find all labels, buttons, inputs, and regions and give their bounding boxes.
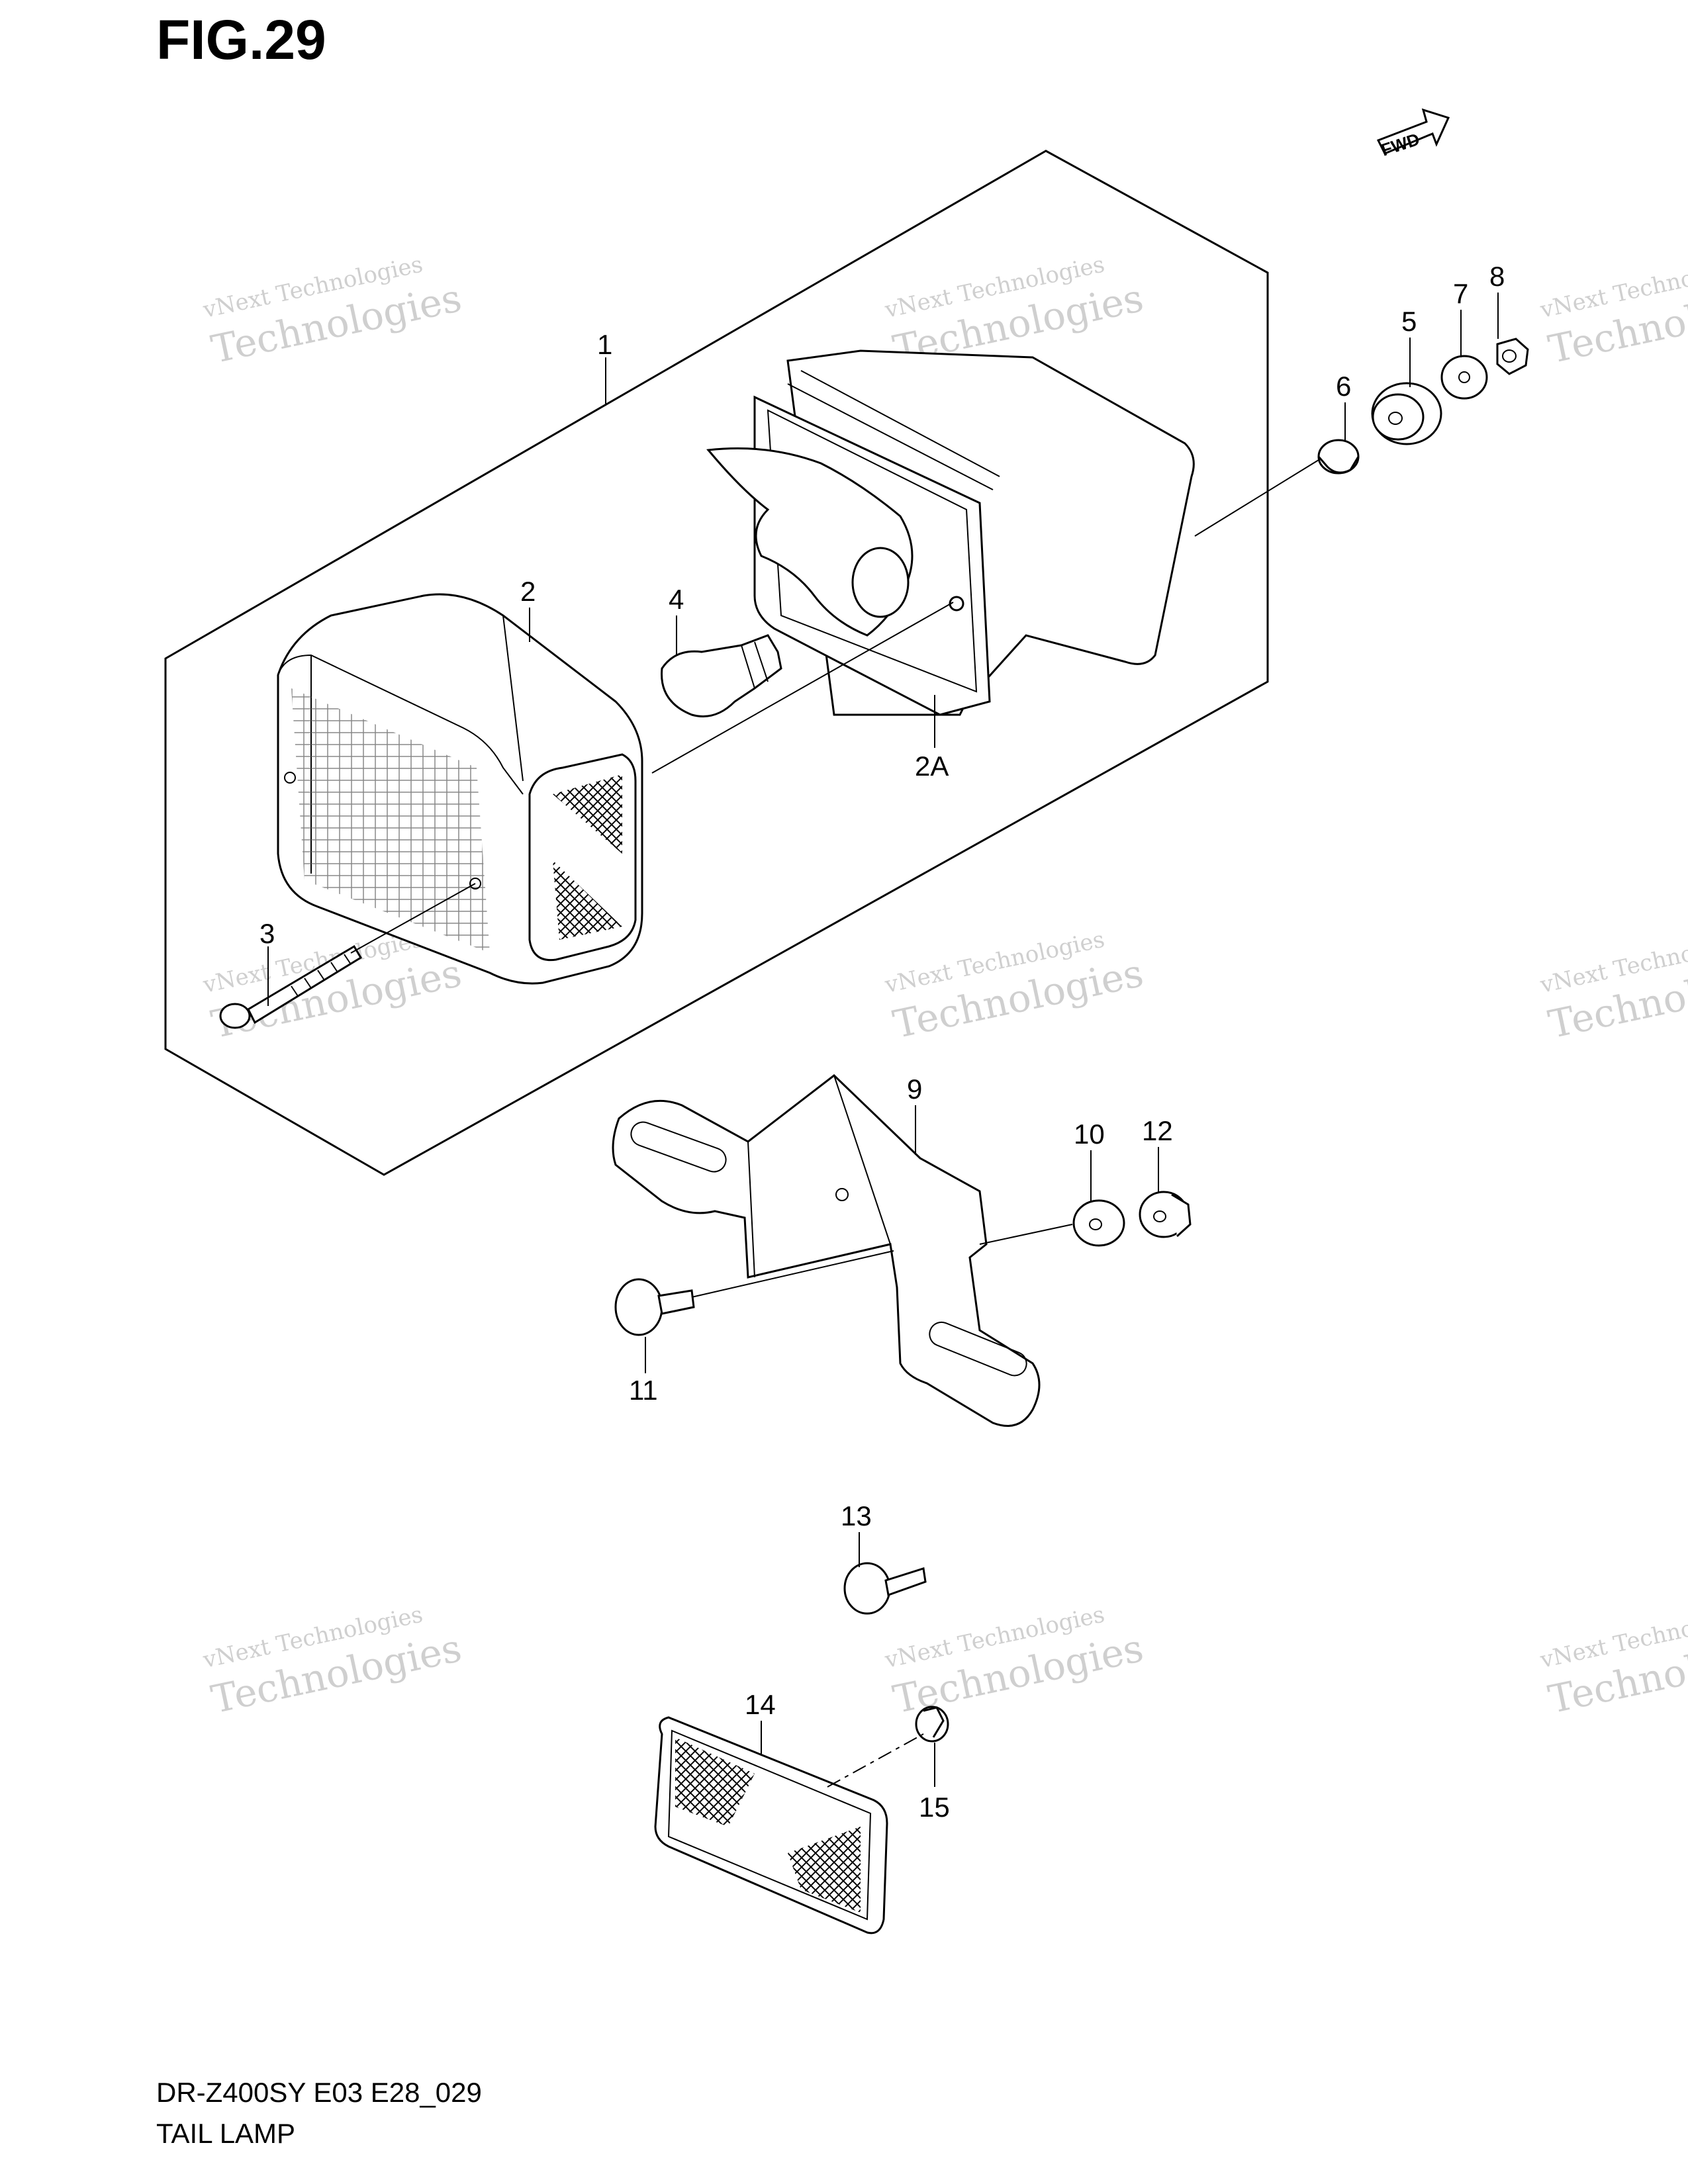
watermark: vNext Technologies Technologies bbox=[201, 1601, 465, 1722]
part-6-collar bbox=[1317, 439, 1360, 475]
watermark: vNext Technologies Technologies bbox=[1538, 926, 1688, 1047]
callout-5: 5 bbox=[1401, 306, 1417, 337]
callout-4: 4 bbox=[669, 584, 684, 615]
callout-14: 14 bbox=[745, 1689, 776, 1720]
part-9-bracket bbox=[612, 1074, 1041, 1427]
callout-labels: 1 2 2A 3 4 5 6 7 8 9 10 11 12 13 14 15 bbox=[259, 261, 1505, 1823]
part-3-screw bbox=[219, 944, 363, 1029]
callout-10: 10 bbox=[1074, 1118, 1105, 1150]
footer-model-code: DR-Z400SY E03 E28_029 bbox=[156, 2077, 482, 2108]
part-4-bulb bbox=[661, 634, 782, 717]
assembly-lines bbox=[350, 459, 1319, 1788]
assembly-boundary bbox=[164, 150, 1269, 1176]
callout-15: 15 bbox=[919, 1792, 950, 1823]
figure-title: FIG.29 bbox=[156, 9, 326, 71]
part-8-nut bbox=[1496, 338, 1529, 375]
part-12-nut bbox=[1139, 1191, 1192, 1238]
part-7-washer bbox=[1440, 355, 1488, 400]
callout-1: 1 bbox=[597, 329, 612, 360]
part-15-clip-nut bbox=[915, 1706, 949, 1743]
leader-lines bbox=[267, 293, 1499, 1787]
callout-9: 9 bbox=[907, 1073, 922, 1105]
part-13-bolt bbox=[843, 1562, 927, 1615]
part-2-lens bbox=[277, 593, 643, 985]
callout-11: 11 bbox=[629, 1375, 658, 1406]
fwd-label: FWD bbox=[1379, 129, 1423, 160]
callout-7: 7 bbox=[1453, 278, 1468, 309]
callout-3: 3 bbox=[259, 918, 275, 949]
watermark: vNext Technologies Technologies bbox=[1538, 251, 1688, 372]
watermark: vNext Technologies Technologies bbox=[882, 926, 1147, 1047]
callout-2: 2 bbox=[520, 576, 536, 607]
fwd-arrow-icon: FWD bbox=[1376, 108, 1450, 160]
part-5-grommet bbox=[1371, 382, 1442, 445]
watermark: vNext Technologies Technologies bbox=[1538, 1601, 1688, 1722]
callout-6: 6 bbox=[1336, 371, 1351, 402]
callout-8: 8 bbox=[1489, 261, 1505, 292]
footer-section-name: TAIL LAMP bbox=[156, 2118, 296, 2149]
callout-13: 13 bbox=[841, 1500, 872, 1531]
part-11-bolt bbox=[614, 1278, 695, 1336]
watermark: vNext Technologies Technologies bbox=[201, 251, 465, 372]
callout-12: 12 bbox=[1142, 1115, 1173, 1146]
callout-2a: 2A bbox=[915, 751, 949, 782]
part-2a-housing bbox=[706, 349, 1195, 716]
part-10-washer bbox=[1072, 1199, 1125, 1247]
watermark: vNext Technologies Technologies bbox=[882, 1601, 1147, 1722]
part-14-reflector bbox=[654, 1716, 888, 1934]
